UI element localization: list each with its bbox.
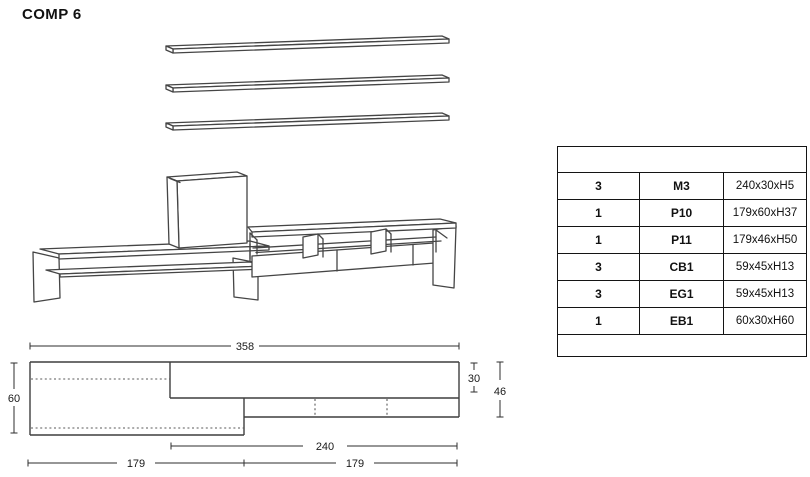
qty-cell: 1 (557, 307, 640, 335)
dimension-lines: 358 60 30 46 240 179 179 (8, 341, 506, 470)
table-row: 1 P10 179x60xH37 (557, 199, 808, 227)
dim-total-width-label: 358 (236, 341, 254, 353)
dim-shelf-depth-label: 30 (468, 373, 480, 385)
wall-shelves-drawing (165, 35, 450, 131)
code-cell: EB1 (639, 307, 724, 335)
bench-p10-drawing (32, 240, 270, 303)
size-cell: 240x30xH5 (722, 172, 808, 200)
dim-shelf-width-label: 240 (316, 441, 334, 453)
size-cell: 60x30xH60 (722, 307, 808, 335)
qty-cell: 3 (557, 253, 640, 281)
code-cell: EG1 (639, 280, 724, 308)
size-cell: 59x45xH13 (722, 253, 808, 281)
table-row: 3 M3 240x30xH5 (557, 172, 808, 200)
qty-cell: 3 (557, 172, 640, 200)
qty-cell: 3 (557, 280, 640, 308)
table-row: 1 EB1 60x30xH60 (557, 307, 808, 335)
size-cell: 59x45xH13 (722, 280, 808, 308)
table-row: 1 P11 179x46xH50 (557, 226, 808, 254)
dim-left-depth-label: 60 (8, 393, 20, 405)
table-footer-spacer (556, 334, 808, 357)
box-eb1-drawing (166, 171, 248, 249)
table-row: 3 EG1 59x45xH13 (557, 280, 808, 308)
code-cell: CB1 (639, 253, 724, 281)
dim-left-width-label: 179 (127, 458, 145, 470)
page-title: COMP 6 (22, 6, 82, 23)
bench-p11-drawing (247, 218, 457, 289)
size-cell: 179x46xH50 (722, 226, 808, 254)
code-cell: P10 (639, 199, 724, 227)
qty-cell: 1 (557, 226, 640, 254)
plan-view-drawing (29, 361, 460, 436)
table-header-spacer (556, 146, 808, 173)
table-row: 3 CB1 59x45xH13 (557, 253, 808, 281)
size-cell: 179x60xH37 (722, 199, 808, 227)
dim-right-width-label: 179 (346, 458, 364, 470)
shelf-m3-1 (165, 35, 450, 54)
shelf-m3-2 (165, 74, 450, 93)
parts-table: 3 M3 240x30xH5 1 P10 179x60xH37 1 P11 17… (556, 146, 808, 357)
shelf-m3-3 (165, 112, 450, 131)
dim-right-depth-label: 46 (494, 386, 506, 398)
code-cell: P11 (639, 226, 724, 254)
qty-cell: 1 (557, 199, 640, 227)
code-cell: M3 (639, 172, 724, 200)
